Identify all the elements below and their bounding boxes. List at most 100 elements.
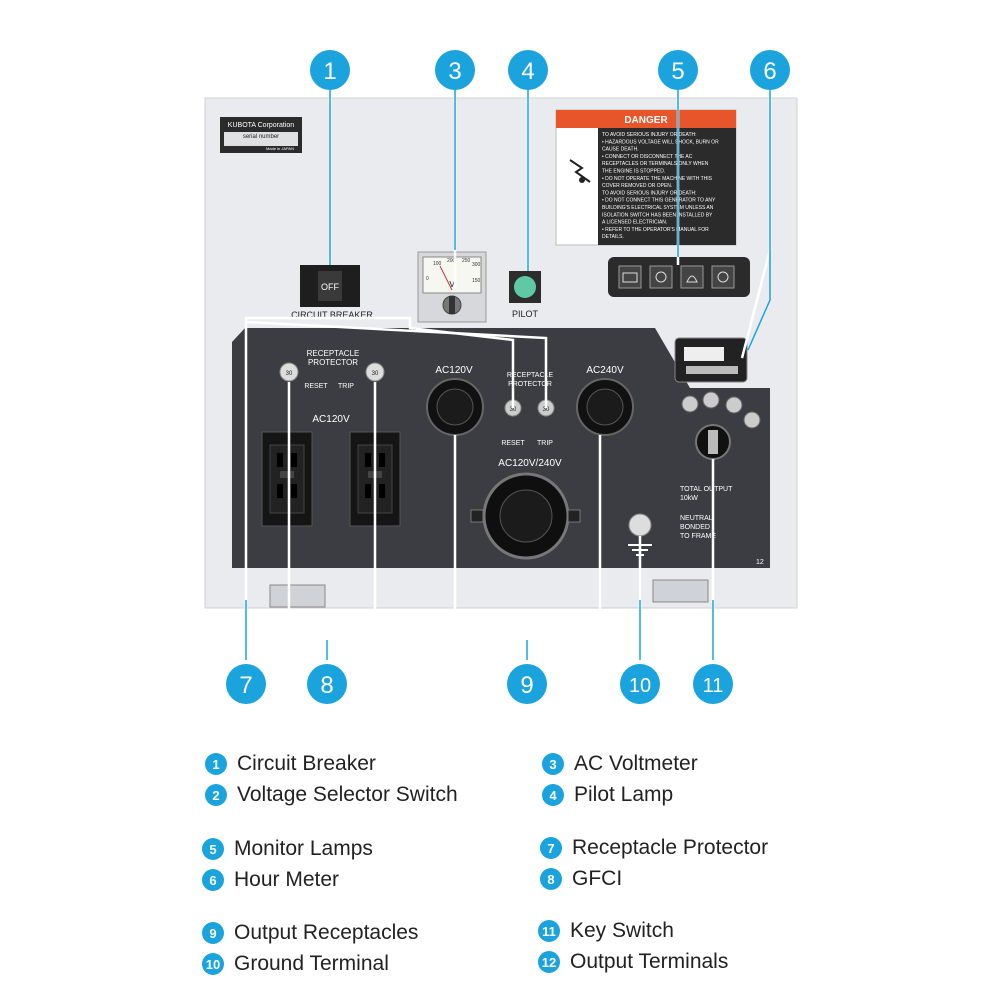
ac120-240v-receptacle[interactable] [470,472,581,560]
legend-badge: 7 [540,837,562,859]
legend-label: Key Switch [570,919,674,942]
pilot-label: PILOT [512,309,539,319]
legend-badge: 10 [202,953,224,975]
key-switch[interactable] [681,391,761,460]
legend-label: Monitor Lamps [234,837,373,860]
danger-text-line: RECEPTACLES OR TERMINALS ONLY WHEN [602,161,709,167]
legend-badge: 4 [542,784,564,806]
danger-text-line: ISOLATION SWITCH HAS BEEN INSTALLED BY [602,212,713,218]
key-position-icon [743,411,761,429]
legend-item: 5 Monitor Lamps [202,837,373,861]
receptacle-protector-button[interactable]: 30 [365,362,385,382]
receptacle-protector-label: RECEPTACLE [307,349,360,358]
glow-plug-icon [655,271,667,283]
callout-4: 4 [508,50,548,90]
legend-label: AC Voltmeter [574,752,698,775]
trip-label: TRIP [537,440,553,447]
legend-label: Ground Terminal [234,952,389,975]
callout-8: 8 [307,664,347,704]
voltmeter-tick: 300 [472,262,481,268]
voltage-selector-switch[interactable] [442,295,462,315]
danger-text-line: A LICENSED ELECTRICIAN. [602,220,667,226]
callout-7: 7 [226,664,266,704]
callout-11: 11 [693,664,733,704]
temperature-icon [717,271,729,283]
panel-border [204,97,798,609]
legend-label: Output Terminals [570,950,729,973]
svg-text:10: 10 [629,675,651,697]
danger-text-line: CAUSE DEATH. [602,147,639,153]
legend-label: Receptacle Protector [572,836,769,859]
legend-label: Pilot Lamp [574,783,674,806]
legend-badge: 8 [540,868,562,890]
key-position-icon [681,395,699,413]
receptacle-protector-button[interactable]: 30 [279,362,299,382]
panel-hinge [269,584,326,608]
svg-text:30: 30 [372,371,379,377]
danger-text-line: DETAILS. [602,234,624,240]
ac120v-twist-lock-receptacle[interactable] [426,378,484,436]
plate-line1: KUBOTA Corporation [228,122,295,129]
svg-text:4: 4 [521,58,534,85]
reset-label: RESET [501,440,525,447]
danger-text-line: • CONNECT OR DISCONNECT THE AC [602,154,693,160]
voltmeter-tick: 0 [426,276,429,282]
danger-text-line: • REFER TO THE OPERATOR'S MANUAL FOR [602,227,709,233]
plate-line3: Made in JAPAN [266,146,294,151]
key-position-icon [725,396,743,414]
total-output-label: TOTAL OUTPUT [680,486,733,493]
hour-meter [674,337,748,383]
danger-text-line: TO AVOID SERIOUS INJURY OR DEATH: [602,190,697,196]
monitor-lamps [608,257,750,297]
voltmeter-tick: 150 [472,278,481,284]
svg-text:8: 8 [320,672,333,699]
danger-text-line: TO AVOID SERIOUS INJURY OR DEATH: [602,132,697,138]
svg-text:11: 11 [703,675,724,697]
breaker-switch-label: OFF [321,282,339,292]
reset-label: RESET [304,383,328,390]
ac240v-twist-lock-receptacle[interactable] [576,378,634,436]
circuit-breaker[interactable]: OFF CIRCUIT BREAKER [291,265,373,320]
svg-text:3: 3 [448,58,461,85]
danger-text-line: • DO NOT OPERATE THE MACHINE WITH THIS [602,176,713,182]
svg-text:30: 30 [286,371,293,377]
callout-9: 9 [507,664,547,704]
callout-1: 1 [310,50,350,90]
danger-text-line: THE ENGINE IS STOPPED. [602,169,665,175]
svg-text:7: 7 [239,672,252,699]
legend-label: Hour Meter [234,868,340,891]
panel-number: 12 [756,559,764,566]
svg-text:30: 30 [543,407,550,413]
legend-label: Voltage Selector Switch [237,783,458,806]
svg-text:30: 30 [510,407,517,413]
gfci-outlet-left[interactable] [261,431,313,527]
breaker-label: CIRCUIT BREAKER [291,310,373,320]
pilot-lamp: PILOT [509,271,541,319]
danger-title: DANGER [624,115,668,126]
danger-text-line: BUILDING'S ELECTRICAL SYSTEM UNLESS AN [602,205,714,211]
legend-badge: 5 [202,838,224,860]
callout-leader-blue [245,86,771,660]
voltmeter-tick: 250 [462,258,471,264]
voltmeter-tick: 200 [447,258,456,264]
neutral-bonded-label: BONDED [680,524,710,531]
voltmeter-unit: V [449,280,455,289]
danger-text-line: • HAZARDOUS VOLTAGE WILL SHOCK, BURN OR [602,139,719,145]
legend-item: 7 Receptacle Protector [540,836,768,860]
trip-label: TRIP [338,383,354,390]
legend-item: 4 Pilot Lamp [542,783,673,807]
legend-item: 10 Ground Terminal [202,952,389,976]
ac120v-label: AC120V [435,365,473,376]
oil-pressure-icon [686,275,698,283]
serial-plate: KUBOTA Corporation serial number Made in… [220,117,302,153]
svg-text:5: 5 [671,58,684,85]
legend-badge: 12 [538,951,560,973]
receptacle-protector-label: PROTECTOR [308,358,358,367]
plate-line2: serial number [243,134,279,140]
ac120-240v-label: AC120V/240V [498,458,562,469]
